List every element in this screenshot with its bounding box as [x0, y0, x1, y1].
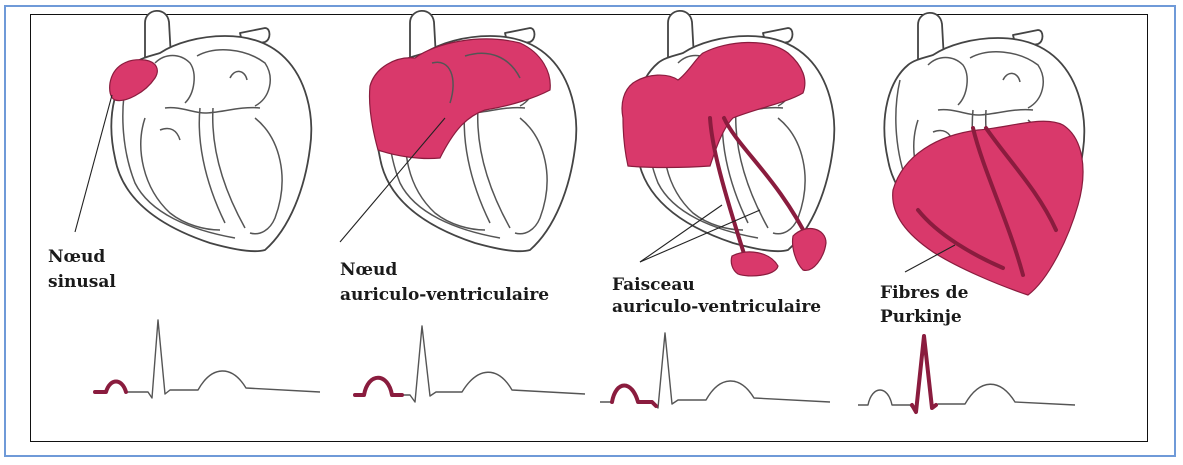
ecg-trace-2: [355, 326, 585, 402]
label-line2: Purkinje: [880, 307, 962, 327]
heart-diagram-4: [884, 13, 1084, 295]
purkinje-tip-highlight: [731, 252, 778, 276]
panel-sinus-node: Nœud sinusal: [48, 11, 320, 398]
apex-tip-highlight: [793, 229, 826, 271]
label-line1: Faisceau: [612, 275, 695, 295]
label-line2: sinusal: [48, 272, 116, 292]
ecg-highlight-p-wave: [355, 378, 402, 395]
label-line2: auriculo-ventriculaire: [340, 285, 549, 305]
ecg-highlight-pr-segment: [612, 386, 656, 407]
heart-diagram-2: [369, 11, 576, 251]
ecg-highlight-qrs: [912, 336, 936, 412]
heart-diagram-3: [622, 11, 834, 276]
leader-line-1: [75, 95, 112, 232]
label-line1: Nœud: [48, 247, 105, 267]
panel-av-bundle: Faisceau auriculo-ventriculaire: [600, 11, 834, 408]
ecg-highlight-p-wave: [95, 382, 126, 393]
label-line1: Nœud: [340, 260, 397, 280]
heart-diagram-1: [110, 11, 312, 251]
ecg-trace-1: [95, 320, 320, 398]
panel-purkinje: Fibres de Purkinje: [858, 13, 1084, 412]
label-line1: Fibres de: [880, 283, 969, 303]
label-line2: auriculo-ventriculaire: [612, 297, 821, 317]
ecg-trace-3: [600, 333, 830, 408]
panel-av-node: Nœud auriculo-ventriculaire: [340, 11, 585, 402]
ecg-trace-4: [858, 336, 1075, 412]
